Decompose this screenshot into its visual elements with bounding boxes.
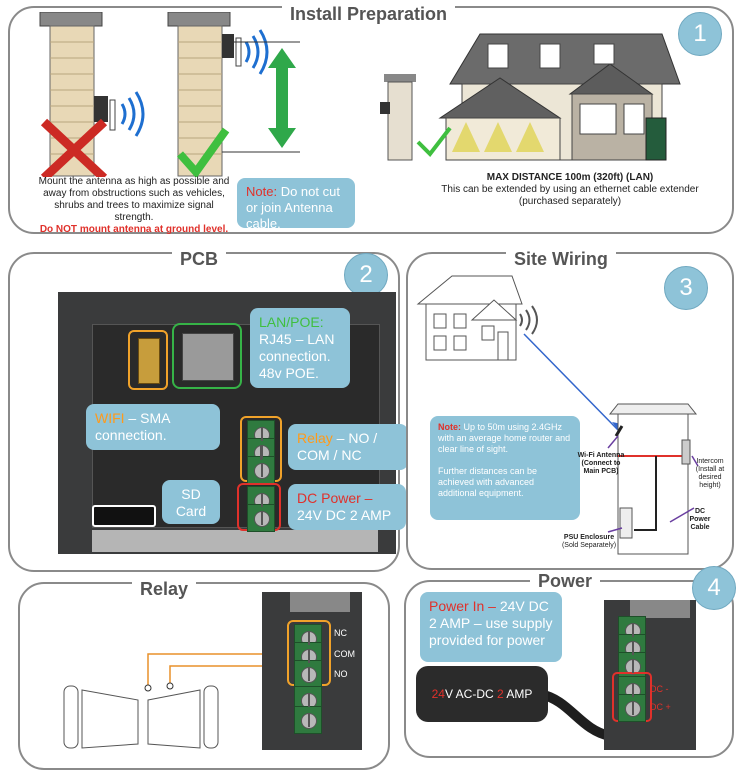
site-note-text2: Further distances can be achieved with a… bbox=[438, 466, 538, 498]
dc-label: DC Power – bbox=[297, 490, 373, 506]
dc-terminal-plus bbox=[247, 504, 275, 532]
sd-text: SD Card bbox=[175, 486, 207, 519]
power-title: Power bbox=[530, 571, 601, 592]
power-in-bubble: Power In – 24V DC 2 AMP – use supply pro… bbox=[420, 592, 562, 662]
pcb-title: PCB bbox=[172, 249, 227, 270]
site-note-bubble: Note: Up to 50m using 2.4GHz with an ave… bbox=[430, 416, 580, 520]
house-illustration bbox=[380, 33, 681, 161]
install-title: Install Preparation bbox=[282, 4, 456, 25]
mount-text: Mount the antenna as high as possible an… bbox=[38, 176, 230, 223]
lan-poe-bubble: LAN/POE: RJ45 – LAN connection. 48v POE. bbox=[250, 308, 350, 388]
dc-text: 24V DC 2 AMP bbox=[297, 507, 392, 523]
nc-label: NC bbox=[334, 628, 347, 638]
psu-sub: (Sold Separately) bbox=[561, 542, 617, 549]
relay-board-terminal-3 bbox=[294, 660, 322, 688]
note-text: Do not cut or join Antenna cable. bbox=[246, 184, 340, 231]
psu-b: V AC-DC bbox=[444, 687, 497, 701]
mount-instruction-text: Mount the antenna as high as possible an… bbox=[34, 176, 234, 236]
gate-illustration bbox=[63, 653, 278, 749]
wifi-sma-bubble: WIFI – SMA connection. bbox=[86, 404, 220, 450]
relay-title: Relay bbox=[132, 579, 197, 600]
no-label: NO bbox=[334, 669, 348, 679]
note-antenna-cable-bubble: Note: Do not cut or join Antenna cable. bbox=[237, 178, 355, 231]
wifi-text: – SMA connection. bbox=[95, 410, 170, 443]
site-wiring-illustration bbox=[416, 275, 699, 555]
sd-card-bubble: SD Card bbox=[162, 480, 220, 524]
lan-text: RJ45 – LAN connection. 48v POE. bbox=[259, 331, 335, 381]
dc-cable-label: DC Power Cable bbox=[689, 508, 711, 531]
site-title: Site Wiring bbox=[506, 249, 616, 270]
relay-terminal-no bbox=[247, 456, 275, 484]
pillar-low-antenna-illustration bbox=[39, 12, 145, 177]
sd-card-slot bbox=[92, 505, 156, 527]
power-text: 24V DC 2 AMP – use supply provided for p… bbox=[429, 598, 553, 648]
wifi-antenna-label: Wi-Fi Antenna (Connect to Main PCB) bbox=[577, 452, 625, 475]
mount-warning: Do NOT mount antenna at ground level. bbox=[39, 224, 229, 235]
lan-label: LAN/POE bbox=[259, 314, 320, 330]
psu-label: PSU Enclosure bbox=[563, 534, 615, 541]
distance-text: This can be extended by using an etherne… bbox=[441, 184, 699, 207]
psu-adapter: 24V AC-DC 2 AMP bbox=[416, 666, 548, 722]
psu-enclosure-label: PSU Enclosure (Sold Separately) bbox=[556, 534, 622, 550]
power-board-header bbox=[630, 600, 690, 618]
sma-connector bbox=[128, 330, 168, 390]
rj45-connector bbox=[172, 323, 242, 389]
psu-a: 24 bbox=[431, 687, 445, 701]
relay-board-terminal-5 bbox=[294, 706, 322, 734]
step-number-2: 2 bbox=[344, 253, 388, 297]
step-number-3: 3 bbox=[664, 266, 708, 310]
intercom-label: Intercom (Install at desired height) bbox=[695, 458, 725, 489]
power-board-terminal-3 bbox=[618, 652, 646, 680]
distance-info: MAX DISTANCE 100m (320ft) (LAN) This can… bbox=[420, 172, 720, 208]
relay-board-header bbox=[290, 592, 350, 612]
pcb-bottom-strip bbox=[92, 530, 378, 552]
pillar-high-antenna-illustration bbox=[167, 12, 300, 177]
note-label: Note: bbox=[246, 184, 278, 199]
lan-colon: : bbox=[319, 314, 324, 330]
power-board-terminal-dcp bbox=[618, 694, 646, 722]
distance-title: MAX DISTANCE 100m (320ft) (LAN) bbox=[486, 172, 654, 183]
psu-d: AMP bbox=[503, 687, 533, 701]
dc-plus-label: DC + bbox=[650, 702, 671, 712]
psu-cable bbox=[540, 689, 610, 741]
step-number-1: 1 bbox=[678, 12, 722, 56]
site-note-label: Note: bbox=[438, 422, 461, 432]
site-note-text: Up to 50m using 2.4GHz with an average h… bbox=[438, 422, 571, 454]
dc-minus-label: DC - bbox=[650, 684, 669, 694]
step-number-4: 4 bbox=[692, 566, 736, 610]
relay-label: Relay bbox=[297, 430, 333, 446]
com-label: COM bbox=[334, 649, 355, 659]
dc-power-bubble: DC Power – 24V DC 2 AMP bbox=[288, 484, 406, 530]
psu-c: 2 bbox=[497, 687, 504, 701]
relay-pcb-bubble: Relay – NO / COM / NC bbox=[288, 424, 408, 470]
relay-text: – NO / COM / NC bbox=[297, 430, 378, 463]
wifi-label: WIFI bbox=[95, 410, 125, 426]
power-label: Power In – bbox=[429, 598, 496, 614]
